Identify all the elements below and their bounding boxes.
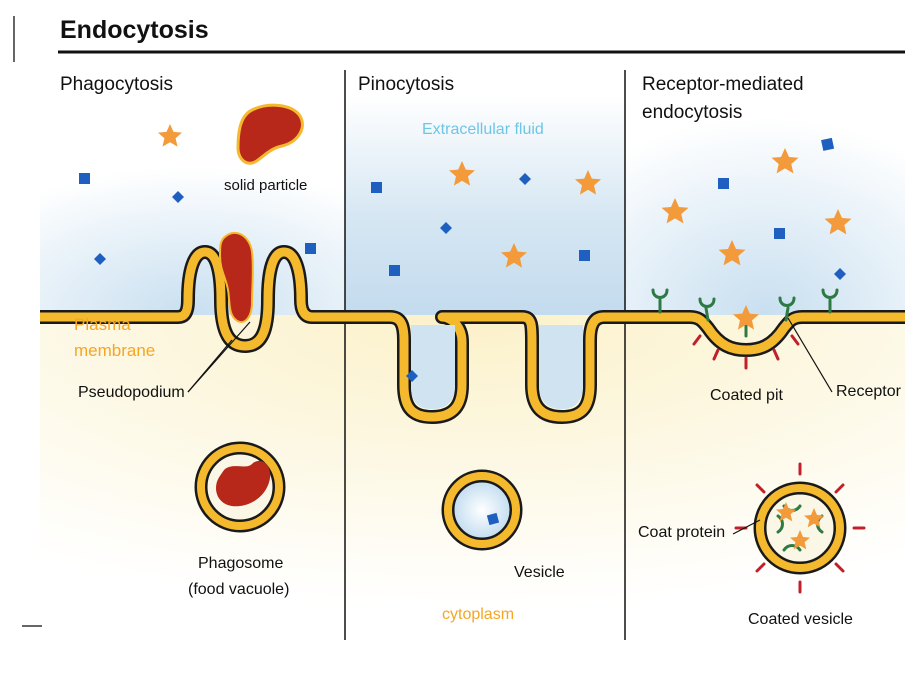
solid-particle — [236, 103, 304, 165]
coat-protein-icon — [834, 483, 845, 494]
phagosome-particle — [216, 460, 271, 507]
square-molecule-icon — [579, 250, 590, 261]
receptors — [651, 288, 839, 338]
coat-protein-icon — [755, 562, 766, 573]
receptor-mediated-heading-2: endocytosis — [642, 102, 742, 123]
receptor-pointer — [787, 317, 833, 393]
phagosome — [194, 441, 286, 533]
receptor-icon — [776, 514, 784, 534]
receptor-icon — [778, 296, 796, 322]
square-molecule-icon — [821, 137, 835, 151]
invagination-fluid-right — [539, 325, 583, 409]
square-molecule-icon — [774, 228, 785, 239]
diamond-molecule-icon — [172, 191, 184, 203]
coat-protein-icon — [712, 348, 720, 361]
coat-proteins-pit — [692, 334, 800, 370]
coated-vesicle-label: Coated vesicle — [748, 611, 853, 628]
receptor-icon — [821, 288, 839, 314]
square-molecule-icon — [305, 243, 316, 254]
pseudopodium-label: Pseudopodium — [78, 384, 185, 401]
star-icon — [776, 502, 796, 522]
cytoplasm-label: cytoplasm — [442, 606, 514, 623]
coat-protein-icon — [834, 562, 845, 573]
plasma-membrane-label-2: membrane — [74, 341, 155, 360]
receptor-label: Receptor — [836, 383, 902, 400]
coat-protein-icon — [790, 334, 800, 346]
star-icon — [575, 170, 601, 195]
pinocytic-vesicle — [441, 469, 523, 551]
diamond-molecule-icon — [440, 222, 452, 234]
pinocytosis-heading: Pinocytosis — [358, 74, 454, 95]
phagocytosis-heading: Phagocytosis — [60, 74, 173, 95]
star-icon — [501, 243, 527, 268]
receptor-icon — [782, 544, 802, 552]
coat-protein-icon — [755, 483, 766, 494]
square-molecule-icon — [79, 173, 90, 184]
vesicle-label: Vesicle — [514, 564, 565, 581]
star-icon — [158, 124, 182, 147]
solid-particle-label: solid particle — [224, 177, 307, 194]
extracellular-region-middle — [345, 95, 625, 315]
diamond-molecule-icon — [406, 370, 418, 382]
diamond-molecule-icon — [834, 268, 846, 280]
invagination-fluid-left — [411, 325, 455, 409]
diagram-title: Endocytosis — [60, 16, 209, 44]
star-icon — [790, 530, 810, 550]
star-icon — [804, 508, 824, 528]
plasma-membrane-label-1: Plasma — [74, 315, 131, 334]
coat-protein-pointer — [732, 519, 761, 535]
extracellular-fluid-label: Extracellular fluid — [422, 121, 544, 138]
star-icon — [733, 305, 759, 330]
star-icon — [718, 240, 746, 266]
star-icon — [449, 161, 475, 186]
extracellular-region-right — [625, 95, 905, 315]
pseudopodium-pointer-2 — [187, 321, 251, 393]
receptor-icon — [651, 288, 669, 314]
coat-protein-icon — [692, 334, 702, 346]
phagosome-label-1: Phagosome — [198, 555, 283, 572]
plasma-membrane — [40, 245, 905, 424]
coat-protein-icon — [772, 348, 780, 361]
square-molecule-icon — [389, 265, 400, 276]
square-molecule-icon — [486, 512, 500, 526]
star-icon — [824, 209, 852, 235]
coated-vesicle — [734, 462, 866, 594]
square-molecule-icon — [371, 182, 382, 193]
star-icon — [661, 198, 689, 224]
phagosome-label-2: (food vacuole) — [188, 581, 289, 598]
diamond-molecule-icon — [519, 173, 531, 185]
engulfed-particle — [218, 231, 254, 323]
receptor-icon — [698, 297, 716, 322]
coat-protein-label: Coat protein — [638, 524, 725, 541]
coated-pit-label: Coated pit — [710, 387, 783, 404]
square-molecule-icon — [718, 178, 729, 189]
diamond-molecule-icon — [94, 253, 106, 265]
star-icon — [771, 148, 799, 174]
receptor-mediated-heading-1: Receptor-mediated — [642, 74, 804, 95]
